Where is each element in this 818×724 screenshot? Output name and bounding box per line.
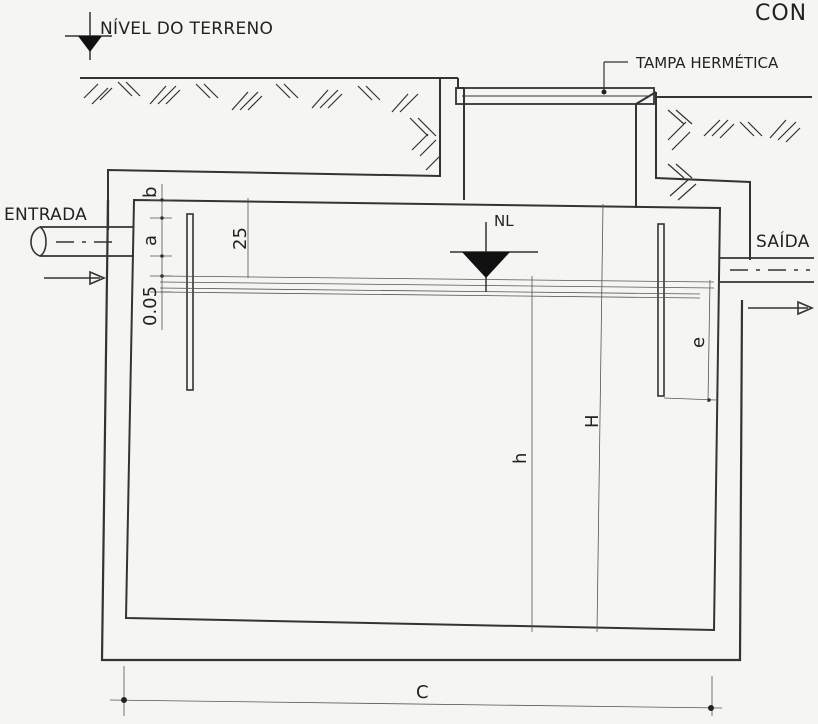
inlet-label: ENTRADA [4, 205, 87, 225]
dimension-e-group [663, 279, 717, 403]
tank-outer-wall [100, 199, 744, 662]
soil-hatch-left [83, 81, 441, 171]
hermetic-lid-label: TAMPA HERMÉTICA [635, 53, 779, 72]
dimension-C-group [109, 666, 723, 716]
left-dimension-column [150, 184, 172, 330]
dimension-b: b [140, 187, 161, 198]
hermetic-lid [455, 61, 655, 105]
inlet-pipe [30, 226, 134, 286]
water-level-triangle-icon [462, 252, 510, 278]
outlet-label: SAÍDA [756, 230, 810, 252]
dimension-a: a [140, 235, 161, 246]
ground-level-triangle-icon [78, 36, 102, 52]
water-level-label: NL [494, 212, 514, 230]
inlet-arrow-icon [89, 270, 107, 286]
soil-hatch-right [667, 109, 801, 201]
dimension-H: H [582, 414, 603, 428]
access-riser [107, 78, 751, 260]
water-level-lines [159, 275, 715, 299]
dimension-0-05: 0.05 [140, 286, 161, 326]
dimension-25: 25 [230, 227, 251, 250]
dimension-e: e [688, 337, 709, 348]
inlet-baffle [186, 213, 194, 391]
water-level-marker [450, 222, 538, 292]
ground-level-marker [65, 12, 112, 60]
title-text: CON [755, 1, 807, 26]
tank-inner-wall [124, 198, 722, 632]
outlet-pipe [720, 257, 815, 316]
dimension-H-line [596, 203, 604, 633]
dimension-C: C [416, 682, 429, 703]
outlet-baffle [657, 223, 665, 397]
dimension-h: h [510, 453, 531, 464]
ground-level-label: NÍVEL DO TERRENO [100, 17, 273, 39]
outlet-arrow-icon [797, 300, 815, 316]
